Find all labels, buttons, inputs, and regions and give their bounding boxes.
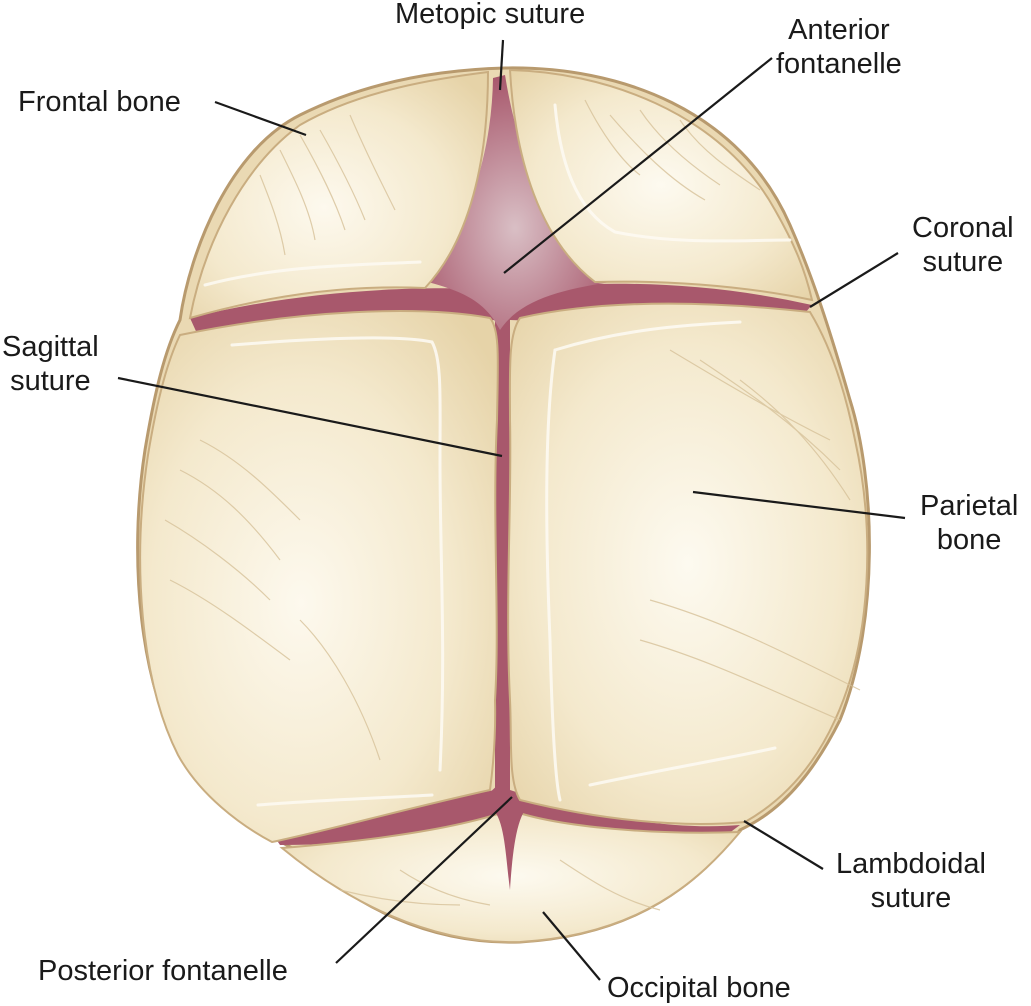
parietal-bone-left (139, 310, 499, 844)
label-coronal-suture-line1: Coronal (912, 212, 1014, 244)
label-parietal-bone-line2: bone (936, 524, 1002, 556)
frontal-bone-left (188, 70, 490, 320)
label-lambdoidal-suture-line1: Lambdoidal (836, 848, 986, 880)
label-sagittal-suture-line2: suture (10, 365, 91, 397)
leader-sagittal-suture (117, 376, 503, 458)
suture-background (190, 283, 812, 846)
label-lambdoidal-suture: Lambdoidal suture (836, 847, 986, 915)
label-frontal-bone: Frontal bone (18, 86, 181, 118)
label-sagittal-suture: Sagittal suture (2, 330, 99, 398)
label-anterior-fontanelle: Anterior fontanelle (776, 13, 902, 81)
anterior-fontanelle-shape (420, 75, 610, 330)
label-coronal-suture-line2: suture (922, 246, 1004, 278)
leader-lambdoidal-suture (743, 820, 824, 870)
label-parietal-bone-line1: Parietal (920, 490, 1019, 522)
leader-occipital-bone (542, 911, 601, 981)
leader-metopic-suture (498, 39, 505, 91)
bone-highlights (203, 103, 792, 807)
label-parietal-bone: Parietal bone (920, 489, 1018, 557)
parietal-bone-right (507, 302, 869, 825)
label-coronal-suture: Coronal suture (912, 211, 1014, 279)
leader-posterior-fontanelle (335, 796, 513, 964)
label-metopic-suture: Metopic suture (395, 0, 586, 30)
label-lambdoidal-suture-line2: suture (870, 882, 952, 914)
leader-lines (117, 39, 906, 981)
label-sagittal-suture-line1: Sagittal (2, 331, 99, 363)
label-occipital-bone: Occipital bone (607, 972, 791, 1004)
label-anterior-fontanelle-line2: fontanelle (776, 48, 902, 80)
bone-striations (164, 99, 861, 911)
leader-coronal-suture (809, 252, 899, 308)
label-posterior-fontanelle: Posterior fontanelle (38, 955, 288, 987)
leader-parietal-bone (692, 490, 906, 520)
label-anterior-fontanelle-line1: Anterior (788, 14, 890, 46)
leader-frontal-bone (214, 100, 307, 137)
leader-anterior-fontanelle (503, 57, 773, 274)
frontal-bone-right (508, 68, 814, 302)
